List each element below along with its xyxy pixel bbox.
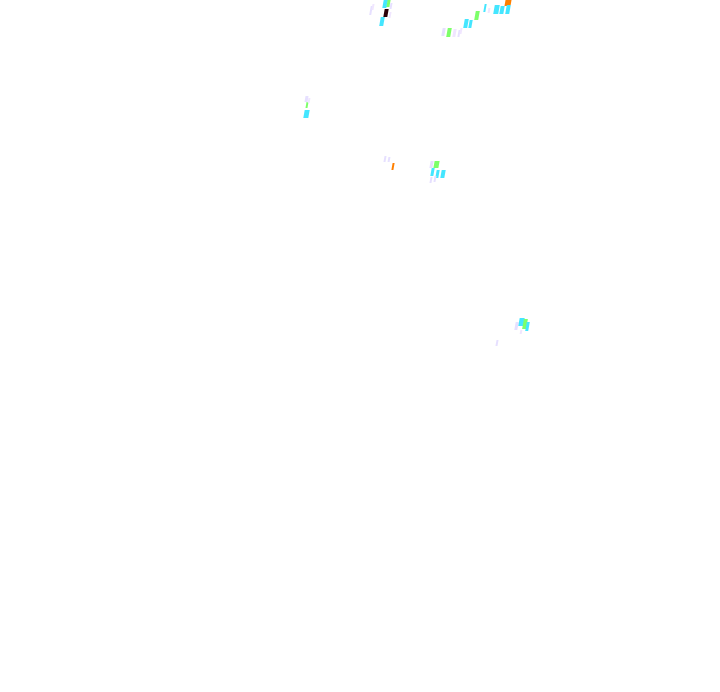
color-speck: [514, 322, 519, 330]
color-speck: [487, 8, 491, 13]
color-speck: [429, 161, 434, 168]
color-speck: [525, 322, 530, 331]
color-speck: [307, 98, 311, 103]
color-speck: [386, 0, 391, 7]
color-speck: [505, 5, 511, 14]
color-speck: [440, 170, 446, 178]
color-speck: [463, 19, 469, 28]
color-speck: [430, 168, 435, 176]
color-speck: [468, 20, 473, 28]
color-speck: [446, 28, 452, 37]
color-speck: [519, 330, 523, 334]
color-speck: [457, 30, 461, 37]
color-speck: [304, 96, 309, 102]
color-speck: [452, 29, 457, 37]
color-speck: [459, 28, 463, 34]
color-speck: [388, 12, 392, 18]
color-speck: [303, 110, 310, 118]
color-speck: [483, 4, 487, 12]
color-speck: [474, 11, 480, 20]
color-speck: [429, 177, 433, 183]
color-speck: [433, 176, 437, 182]
color-speck: [391, 163, 395, 170]
color-speck: [305, 102, 309, 108]
color-speck: [387, 157, 391, 162]
color-speck: [383, 156, 387, 162]
color-speck: [504, 0, 512, 6]
color-speck: [371, 4, 375, 10]
color-speck: [495, 340, 499, 346]
color-speck: [493, 5, 500, 14]
color-speck: [379, 17, 385, 26]
color-speck: [382, 0, 388, 8]
color-speck: [499, 6, 505, 14]
color-speck: [383, 9, 389, 17]
color-speck: [389, 3, 393, 9]
color-speck: [441, 28, 446, 36]
color-speck: [433, 161, 440, 168]
